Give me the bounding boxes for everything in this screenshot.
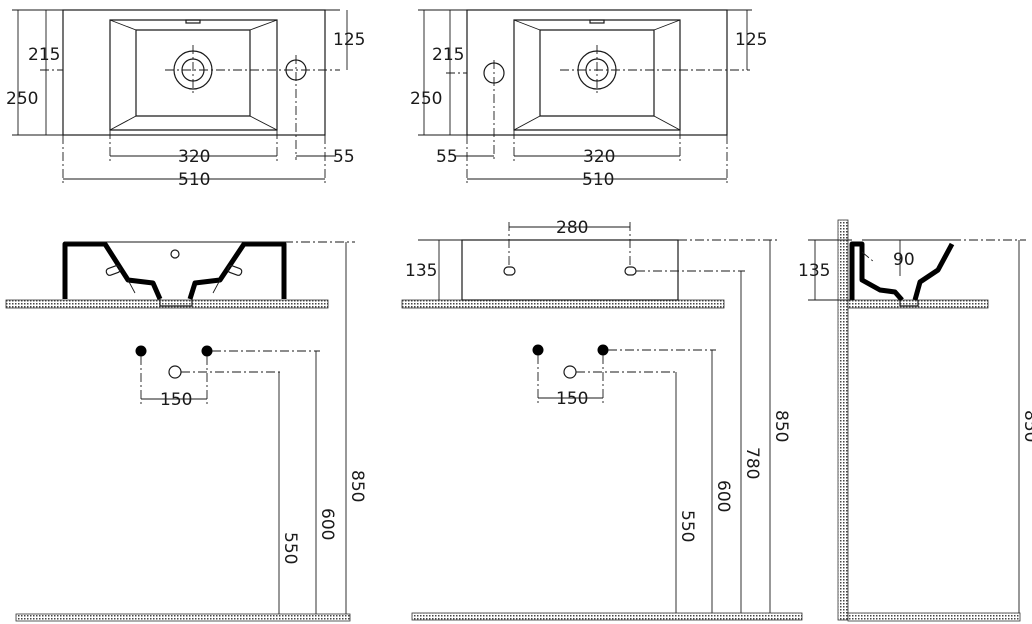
dim-600: 600 [713, 480, 733, 512]
bowl-inner [539, 29, 655, 117]
floor [15, 613, 351, 622]
dim-150: 150 [160, 390, 192, 410]
dim-90: 90 [893, 250, 915, 270]
front-view: 150 850 600 550 [5, 241, 367, 622]
dim-150: 150 [556, 389, 588, 409]
overflow-slot [185, 19, 201, 24]
plan-view-left: 250 215 125 320 55 510 [6, 9, 365, 190]
overflow-slot [589, 19, 605, 24]
dim-320: 320 [583, 147, 615, 167]
countertop [5, 299, 329, 309]
floor [411, 612, 803, 621]
bowl-outer [109, 19, 278, 131]
dim-600: 600 [317, 508, 337, 540]
dim-215: 215 [432, 45, 464, 65]
waste-outlet-icon [563, 365, 577, 379]
overflow-hole-icon [170, 249, 180, 259]
dim-320: 320 [178, 147, 210, 167]
wall [837, 219, 849, 621]
water-supply-icon [135, 345, 147, 357]
countertop [401, 299, 725, 309]
water-supply-icon [597, 344, 609, 356]
bowl-inner [135, 29, 251, 117]
dim-215: 215 [28, 45, 60, 65]
dim-125: 125 [333, 30, 365, 50]
dim-135: 135 [405, 261, 437, 281]
dim-780: 780 [742, 447, 762, 479]
dim-510: 510 [582, 170, 614, 190]
side-view: 135 90 850 [798, 219, 1032, 622]
dim-250: 250 [410, 89, 442, 109]
water-supply-icon [532, 344, 544, 356]
dim-550: 550 [677, 510, 697, 542]
dim-125: 125 [735, 30, 767, 50]
back-view: 280 135 150 850 780 600 550 [401, 218, 803, 621]
floor [847, 612, 1021, 622]
fixing-hole-icon [503, 266, 516, 276]
dim-135: 135 [798, 261, 830, 281]
basin-section [62, 241, 287, 301]
plan-view-right: 250 215 125 320 55 510 [410, 9, 767, 190]
dim-850: 850 [771, 410, 791, 442]
waste-outlet-icon [168, 365, 182, 379]
dim-250: 250 [6, 89, 38, 109]
dim-510: 510 [178, 170, 210, 190]
basin-rear [461, 239, 679, 301]
dim-850: 850 [1020, 410, 1032, 442]
water-supply-icon [201, 345, 213, 357]
dim-550: 550 [280, 532, 300, 564]
dim-280: 280 [556, 218, 588, 238]
dim-55: 55 [333, 147, 355, 167]
dim-55: 55 [436, 147, 458, 167]
basin-section [849, 241, 955, 302]
fixing-hole-icon [624, 266, 637, 276]
dim-850: 850 [347, 470, 367, 502]
